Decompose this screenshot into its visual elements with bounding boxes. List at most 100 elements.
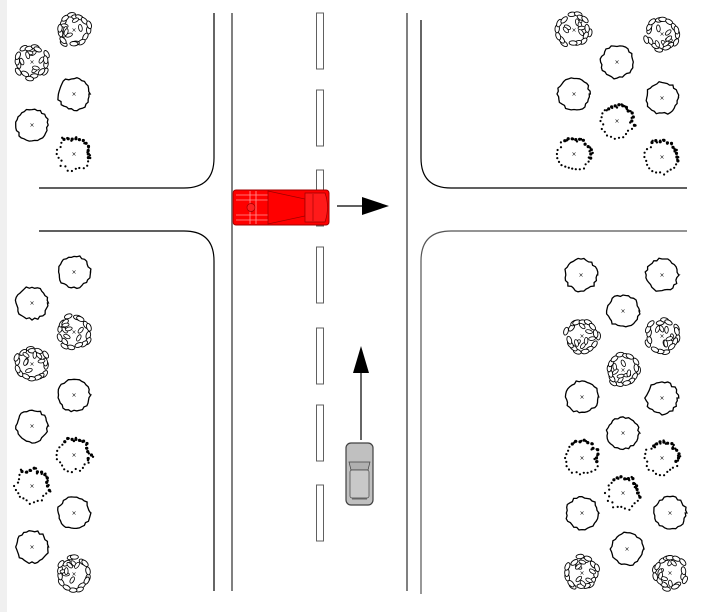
svg-text:×: × xyxy=(71,329,76,336)
svg-text:×: × xyxy=(571,91,576,98)
fire-truck-reel xyxy=(246,203,256,212)
svg-text:×: × xyxy=(71,91,76,98)
tree-leafy: × xyxy=(57,12,93,47)
svg-text:×: × xyxy=(71,452,76,459)
tree-plain: × xyxy=(15,108,49,142)
svg-text:×: × xyxy=(620,430,625,437)
fire-truck xyxy=(232,189,330,226)
tree-plain: × xyxy=(653,495,688,530)
tree-plain: × xyxy=(15,530,50,565)
tree-leafy: × xyxy=(644,317,681,355)
tree-dotted: × xyxy=(55,136,92,173)
tree-leafy: × xyxy=(13,346,50,382)
tree-plain: × xyxy=(556,77,591,111)
curb-bottom-right xyxy=(420,230,687,594)
svg-text:×: × xyxy=(579,510,584,517)
tree-leafy: × xyxy=(643,16,681,53)
svg-text:×: × xyxy=(620,308,625,315)
svg-text:×: × xyxy=(71,269,76,276)
arrow-up-icon xyxy=(353,346,369,373)
svg-text:×: × xyxy=(571,151,576,158)
svg-text:×: × xyxy=(579,570,584,577)
arrow-right-icon xyxy=(362,197,389,215)
fire-truck-cab xyxy=(304,192,328,223)
svg-text:×: × xyxy=(71,510,76,517)
tree-plain: × xyxy=(564,257,599,293)
svg-text:×: × xyxy=(614,118,619,125)
svg-text:×: × xyxy=(659,395,664,402)
tree-dotted: × xyxy=(13,466,52,505)
tree-plain: × xyxy=(605,416,642,451)
tree-leafy: × xyxy=(554,11,593,47)
svg-text:×: × xyxy=(659,333,664,340)
lane-dash xyxy=(316,89,324,147)
svg-text:×: × xyxy=(620,490,625,497)
tree-dotted: × xyxy=(643,439,682,477)
lane-dash xyxy=(316,12,324,70)
left-margin xyxy=(0,0,7,612)
tree-plain: × xyxy=(565,495,601,531)
tree-dotted: × xyxy=(564,438,600,476)
svg-text:×: × xyxy=(579,333,584,340)
tree-plain: × xyxy=(605,294,641,328)
curbs xyxy=(39,13,687,594)
svg-text:×: × xyxy=(579,394,584,401)
truck-direction-arrow xyxy=(337,197,389,215)
svg-text:×: × xyxy=(29,544,34,551)
svg-text:×: × xyxy=(659,154,664,161)
tree-plain: × xyxy=(15,409,50,444)
svg-text:×: × xyxy=(29,300,34,307)
svg-text:×: × xyxy=(29,59,34,66)
tree-leafy: × xyxy=(563,319,601,355)
tree-plain: × xyxy=(644,257,681,292)
svg-text:×: × xyxy=(71,151,76,158)
tree-plain: × xyxy=(57,378,93,413)
tree-leafy: × xyxy=(564,553,600,590)
tree-plain: × xyxy=(564,380,600,414)
svg-text:×: × xyxy=(667,570,672,577)
tree-dotted: × xyxy=(599,103,637,140)
lane-markings xyxy=(316,12,324,542)
tree-dotted: × xyxy=(555,137,594,171)
svg-text:×: × xyxy=(578,272,583,279)
lane-dash xyxy=(316,404,324,462)
fire-truck-ladder xyxy=(236,191,268,224)
tree-plain: × xyxy=(609,531,645,567)
tree-plain: × xyxy=(644,381,680,416)
svg-text:×: × xyxy=(620,367,625,374)
car-direction-arrow xyxy=(353,346,369,440)
curb-bottom-left xyxy=(39,230,215,591)
tree-plain: × xyxy=(57,77,92,112)
svg-text:×: × xyxy=(29,361,34,368)
tree-plain: × xyxy=(57,496,92,530)
tree-dotted: × xyxy=(643,138,680,176)
tree-leafy: × xyxy=(14,44,50,82)
svg-text:×: × xyxy=(71,571,76,578)
gray-car xyxy=(345,442,374,506)
curb-top-left xyxy=(39,13,215,189)
tree-dotted: × xyxy=(603,475,642,511)
lane-dash xyxy=(316,327,324,385)
svg-text:×: × xyxy=(29,483,34,490)
tree-dotted: × xyxy=(55,436,95,474)
svg-text:×: × xyxy=(71,392,76,399)
svg-text:×: × xyxy=(71,27,76,34)
tree-plain: × xyxy=(14,286,50,321)
svg-text:×: × xyxy=(571,27,576,34)
svg-text:×: × xyxy=(614,59,619,66)
tree-leafy: × xyxy=(606,351,641,387)
svg-text:×: × xyxy=(624,546,629,553)
tree-leafy: × xyxy=(57,554,91,593)
tree-plain: × xyxy=(645,80,680,115)
svg-text:×: × xyxy=(667,510,672,517)
tree-plain: × xyxy=(57,255,92,290)
svg-text:×: × xyxy=(659,455,664,462)
svg-text:×: × xyxy=(659,95,664,102)
curb-top-right xyxy=(420,20,687,189)
lane-dash xyxy=(316,246,324,304)
tree-leafy: × xyxy=(652,555,688,592)
svg-text:×: × xyxy=(659,31,664,38)
tree-plain: × xyxy=(599,45,634,80)
svg-text:×: × xyxy=(29,423,34,430)
